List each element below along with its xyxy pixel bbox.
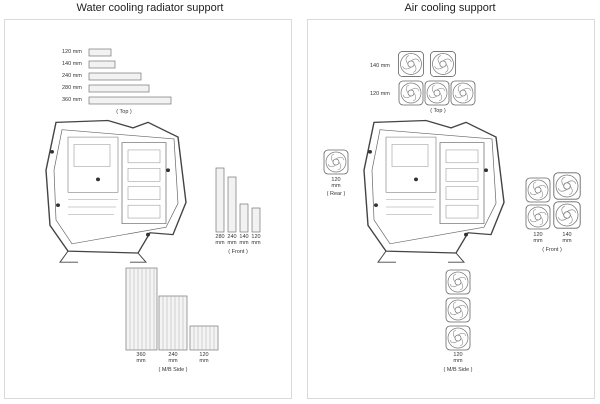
air-top-caption: ( Top ) xyxy=(430,108,446,114)
water-side-caption: ( M/B Side ) xyxy=(158,367,188,373)
air-rear-caption: ( Rear ) xyxy=(326,191,346,197)
water-top-size-280: 280 mm xyxy=(62,85,82,91)
water-top-size-120: 120 mm xyxy=(62,49,82,55)
water-side-unit-3: mm xyxy=(199,358,209,364)
radiator-top-360 xyxy=(88,96,172,105)
radiator-top-280 xyxy=(88,84,150,93)
water-front-unit-4: mm xyxy=(251,240,261,246)
air-rear-size: 120 xyxy=(331,177,341,183)
water-front-radiators xyxy=(215,167,261,233)
water-case-drawing xyxy=(45,119,187,263)
water-front-size-120: 120 xyxy=(251,234,261,240)
water-panel-title: Water cooling radiator support xyxy=(76,2,224,14)
air-top-row-120: 120 mm xyxy=(370,91,390,97)
radiator-top-240 xyxy=(88,72,142,81)
water-top-caption: ( Top ) xyxy=(116,109,132,115)
water-front-unit-2: mm xyxy=(227,240,237,246)
water-side-size-120: 120 xyxy=(199,352,209,358)
water-side-unit-1: mm xyxy=(136,358,146,364)
air-front-size-140: 140 xyxy=(562,232,572,238)
air-panel-title: Air cooling support xyxy=(404,2,496,14)
air-side-size: 120 xyxy=(453,352,463,358)
radiator-front-280 xyxy=(215,167,225,233)
water-front-unit-3: mm xyxy=(239,240,249,246)
air-front-unit-2: mm xyxy=(562,238,572,244)
water-front-size-280: 280 xyxy=(215,234,225,240)
water-top-size-240: 240 mm xyxy=(62,73,82,79)
radiator-front-140 xyxy=(239,203,249,233)
water-front-size-240: 240 xyxy=(227,234,237,240)
air-front-caption: ( Front ) xyxy=(542,247,562,253)
water-top-size-140: 140 mm xyxy=(62,61,82,67)
air-front-size-120: 120 xyxy=(533,232,543,238)
radiator-side-120 xyxy=(189,325,219,351)
radiator-top-120 xyxy=(88,48,112,57)
radiator-front-240 xyxy=(227,176,237,233)
water-top-radiators xyxy=(88,48,172,105)
radiator-side-240 xyxy=(158,295,188,351)
air-side-fans xyxy=(445,269,471,351)
air-side-caption: ( M/B Side ) xyxy=(443,367,473,373)
air-rear-fan xyxy=(323,149,349,175)
water-side-size-360: 360 xyxy=(136,352,146,358)
air-side-unit: mm xyxy=(453,358,463,364)
water-front-caption: ( Front ) xyxy=(228,249,248,255)
water-front-size-140: 140 xyxy=(239,234,249,240)
air-front-unit-1: mm xyxy=(533,238,543,244)
water-front-unit-1: mm xyxy=(215,240,225,246)
air-top-fans xyxy=(397,50,476,106)
water-side-size-240: 240 xyxy=(168,352,178,358)
air-rear-unit: mm xyxy=(331,183,341,189)
air-top-row-140: 140 mm xyxy=(370,63,390,69)
water-side-unit-2: mm xyxy=(168,358,178,364)
radiator-front-120 xyxy=(251,207,261,233)
water-top-size-360: 360 mm xyxy=(62,97,82,103)
radiator-side-360 xyxy=(125,267,158,351)
radiator-top-140 xyxy=(88,60,116,69)
air-case-drawing xyxy=(363,119,505,263)
air-front-fans xyxy=(525,172,581,230)
water-side-radiators xyxy=(125,267,219,351)
